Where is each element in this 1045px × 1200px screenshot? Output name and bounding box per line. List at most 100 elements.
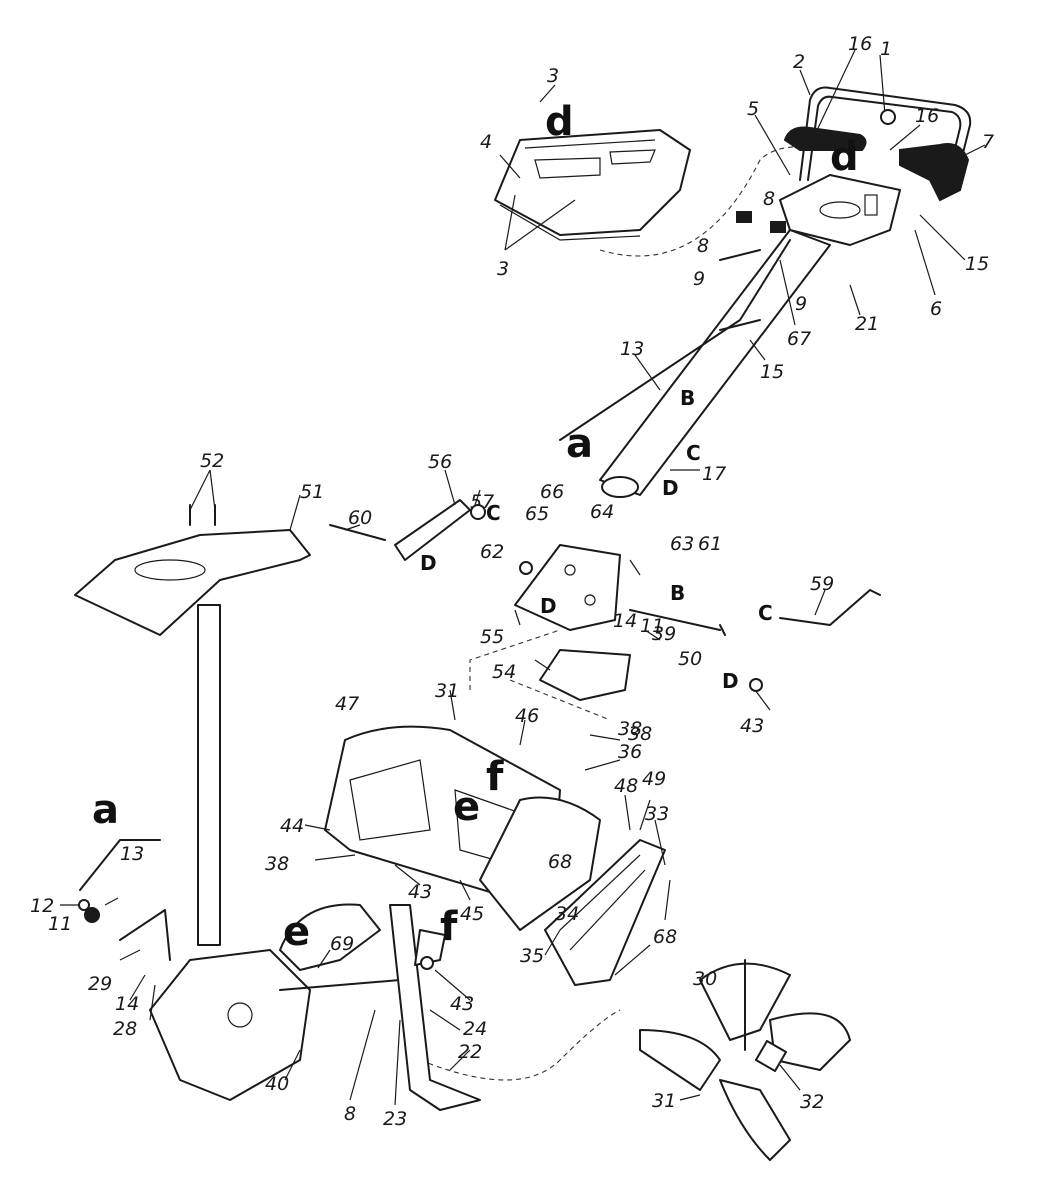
- callout-24: 24: [463, 1018, 487, 1040]
- callout-34: 34: [555, 903, 579, 925]
- callout-45: 45: [460, 903, 484, 925]
- tag-C-link: C: [486, 501, 501, 525]
- grip-8-left: [736, 211, 752, 223]
- callout-9-left: 9: [693, 268, 705, 290]
- tag-D-nut: D: [722, 669, 739, 693]
- callout-36: 36: [618, 741, 642, 763]
- leader-lines: [60, 49, 986, 1106]
- tine-control-rod: [559, 239, 791, 441]
- handle-bar: [783, 86, 972, 202]
- callout-5: 5: [747, 98, 759, 120]
- side-shield: [479, 796, 666, 986]
- callout-64: 64: [590, 501, 614, 523]
- callout-17: 17: [702, 463, 726, 485]
- callout-15-handle: 15: [965, 253, 989, 275]
- callout-8-left: 8: [697, 235, 709, 257]
- tag-e-lower: e: [283, 909, 310, 955]
- tag-B-bracket: B: [670, 581, 685, 605]
- upper-handle-tube: [599, 229, 831, 498]
- knob-1: [880, 109, 896, 125]
- tine-assembly: [639, 959, 851, 1161]
- callout-56: 56: [428, 451, 452, 473]
- callout-55: 55: [480, 626, 504, 648]
- front-shield: [74, 529, 311, 946]
- grip-8-right: [770, 221, 786, 233]
- nut-11: [84, 907, 100, 923]
- tag-f-shield: f: [486, 754, 504, 800]
- callout-52: 52: [200, 450, 224, 472]
- callout-69: 69: [330, 933, 354, 955]
- callout-43-bottom: 43: [450, 993, 474, 1015]
- callout-1: 1: [880, 38, 892, 60]
- reference-lines: [419, 146, 831, 1081]
- callout-13-top: 13: [620, 338, 644, 360]
- callout-16-right: 16: [915, 105, 939, 127]
- callout-9-right: 9: [795, 293, 807, 315]
- nut-62: [519, 561, 533, 575]
- part-callouts: 1 2 3 3 4 5 6 7 8 8 8 9 9 11 11 12 13 13…: [30, 33, 994, 1130]
- transmission-housing: [149, 903, 401, 1101]
- callout-15-tube: 15: [760, 361, 784, 383]
- callout-63: 63: [670, 533, 694, 555]
- callout-3-top: 3: [547, 65, 559, 87]
- callout-67: 67: [787, 328, 811, 350]
- bolts-52: [189, 504, 216, 526]
- callout-48: 48: [614, 775, 638, 797]
- callout-6: 6: [930, 298, 942, 320]
- callout-23: 23: [383, 1108, 407, 1130]
- callout-4: 4: [480, 131, 492, 153]
- callout-31-top: 31: [435, 680, 459, 702]
- callout-21: 21: [855, 313, 879, 335]
- callout-12: 12: [30, 895, 54, 917]
- callout-31-bottom: 31: [652, 1090, 676, 1112]
- washer-12: [78, 899, 90, 911]
- callout-11-left: 11: [48, 913, 72, 935]
- callout-50: 50: [678, 648, 702, 670]
- callout-22: 22: [458, 1041, 482, 1063]
- link-rod: [329, 499, 471, 561]
- callout-49: 49: [642, 768, 666, 790]
- callout-7: 7: [982, 131, 994, 153]
- callout-38-top: 38: [628, 723, 652, 745]
- tag-f-lower: f: [440, 904, 458, 950]
- callout-14-top: 14: [613, 610, 637, 632]
- tag-C-crank: C: [758, 601, 773, 625]
- tag-C-tube: C: [686, 441, 701, 465]
- callout-13-left: 13: [120, 843, 144, 865]
- callout-44: 44: [280, 815, 304, 837]
- nut-43: [749, 678, 763, 692]
- tag-D-link: D: [420, 551, 437, 575]
- callout-40: 40: [265, 1073, 289, 1095]
- cross-bolt: [629, 609, 726, 636]
- callout-68-right: 68: [653, 926, 677, 948]
- callout-11-top: 11: [640, 615, 664, 637]
- callout-39: 39: [652, 623, 676, 645]
- tag-a-upper: a: [566, 421, 593, 467]
- callout-16-left: 16: [848, 33, 872, 55]
- callout-46: 46: [515, 705, 539, 727]
- callout-51: 51: [300, 481, 324, 503]
- tag-a-lower: a: [92, 787, 119, 833]
- callout-2: 2: [793, 51, 805, 73]
- callout-62: 62: [480, 541, 504, 563]
- left-control-rod: [79, 839, 171, 961]
- control-plate: [779, 174, 901, 246]
- tag-D-tube: D: [662, 476, 679, 500]
- callout-3-bottom: 3: [497, 258, 509, 280]
- callout-60: 60: [348, 507, 372, 529]
- tag-d-plate: d: [830, 134, 859, 180]
- callout-66: 66: [540, 481, 564, 503]
- callout-59: 59: [810, 573, 834, 595]
- hardware: [78, 109, 896, 970]
- crank-handle: [779, 589, 881, 626]
- callout-38-left: 38: [265, 853, 289, 875]
- callout-33: 33: [645, 803, 669, 825]
- washer-57: [470, 504, 486, 520]
- tag-B-tube: B: [680, 386, 695, 410]
- console-panel: [494, 129, 691, 241]
- callout-8-bottom: 8: [344, 1103, 356, 1125]
- tag-e-shield: e: [453, 784, 480, 830]
- tag-D-bracket: D: [540, 594, 557, 618]
- callout-38-right: 38: [618, 718, 642, 740]
- callout-65: 65: [525, 503, 549, 525]
